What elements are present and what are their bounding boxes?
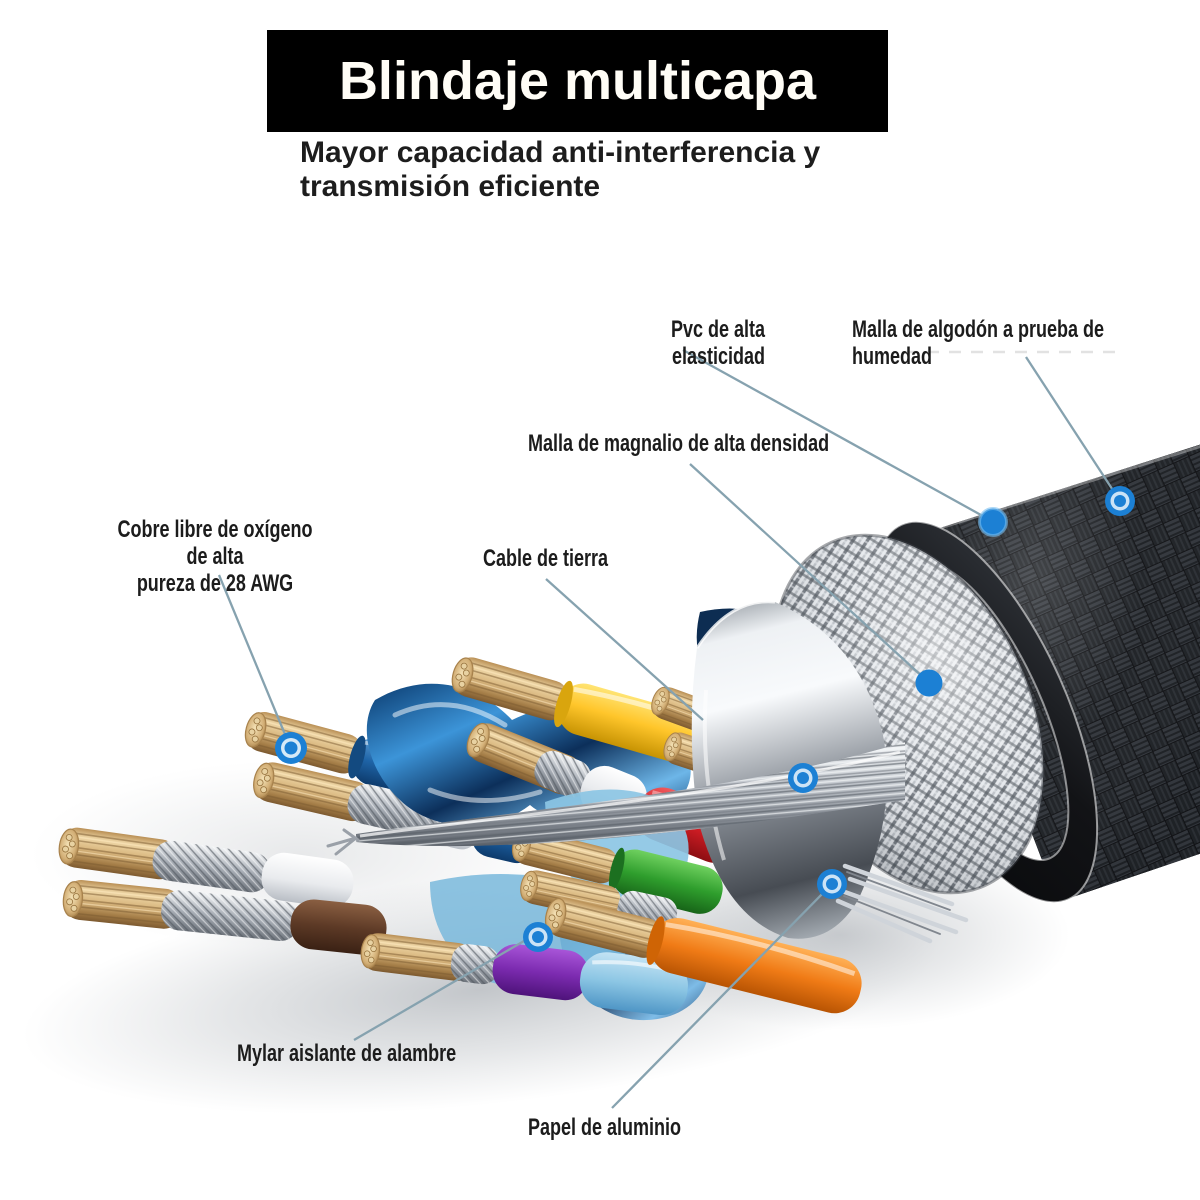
- callout-line-cobre: [217, 574, 291, 745]
- callout-label-mylar-text: Mylar aislante de alambre: [237, 1040, 457, 1067]
- callout-label-papel-text: Papel de aluminio: [528, 1114, 682, 1141]
- page-subtitle: Mayor capacidad anti-interferencia y tra…: [300, 136, 821, 203]
- callout-label-algodon-text: Malla de algodón a prueba de humedad: [852, 316, 1105, 370]
- callout-line-mylar: [353, 933, 537, 1041]
- callout-label-cobre: Cobre libre de oxígeno de alta pureza de…: [84, 516, 346, 597]
- callout-dot-mylar: [523, 922, 553, 952]
- callout-label-mylar: Mylar aislante de alambre: [237, 1040, 529, 1067]
- callout-line-pvc: [682, 348, 991, 522]
- callout-label-pvc: Pvc de alta elasticidad: [555, 316, 765, 370]
- callout-label-pvc-text: Pvc de alta elasticidad: [670, 316, 765, 370]
- outer-braid-jacket: [917, 444, 1200, 902]
- title-banner: Blindaje multicapa: [267, 30, 888, 132]
- callout-label-algodon: Malla de algodón a prueba de humedad: [852, 316, 1200, 370]
- callout-dot-cobre: [275, 732, 307, 764]
- callout-line-algodon: [1025, 356, 1119, 499]
- callout-line-tierra: [545, 578, 704, 721]
- page-title: Blindaje multicapa: [338, 51, 817, 111]
- callout-label-magnalio: Malla de magnalio de alta densidad: [528, 430, 929, 457]
- callout-line-magnalio: [689, 463, 926, 680]
- ground-cable: [326, 742, 905, 856]
- callout-label-cobre-text: Cobre libre de oxígeno de alta pureza de…: [117, 516, 313, 597]
- callout-label-tierra: Cable de tierra: [483, 545, 650, 572]
- callout-dot-magnalio: [915, 669, 943, 697]
- callout-lines: [217, 348, 1119, 1109]
- callout-label-magnalio-text: Malla de magnalio de alta densidad: [528, 430, 830, 457]
- wire-white-sleeve: [55, 824, 354, 908]
- callout-dot-algodon: [1105, 486, 1135, 516]
- mesh-loose-strands: [835, 863, 969, 944]
- callout-dots: [275, 486, 1135, 952]
- callout-dot-pvc: [978, 507, 1008, 537]
- wire-orange: [540, 893, 862, 1014]
- callout-label-papel: Papel de aluminio: [528, 1114, 732, 1141]
- callout-dot-papel: [817, 869, 847, 899]
- callout-dot-tierra: [788, 763, 818, 793]
- wire-brown: [60, 877, 387, 955]
- callout-line-papel: [611, 887, 829, 1109]
- aluminum-foil: [691, 600, 887, 939]
- callout-label-tierra-text: Cable de tierra: [483, 545, 609, 572]
